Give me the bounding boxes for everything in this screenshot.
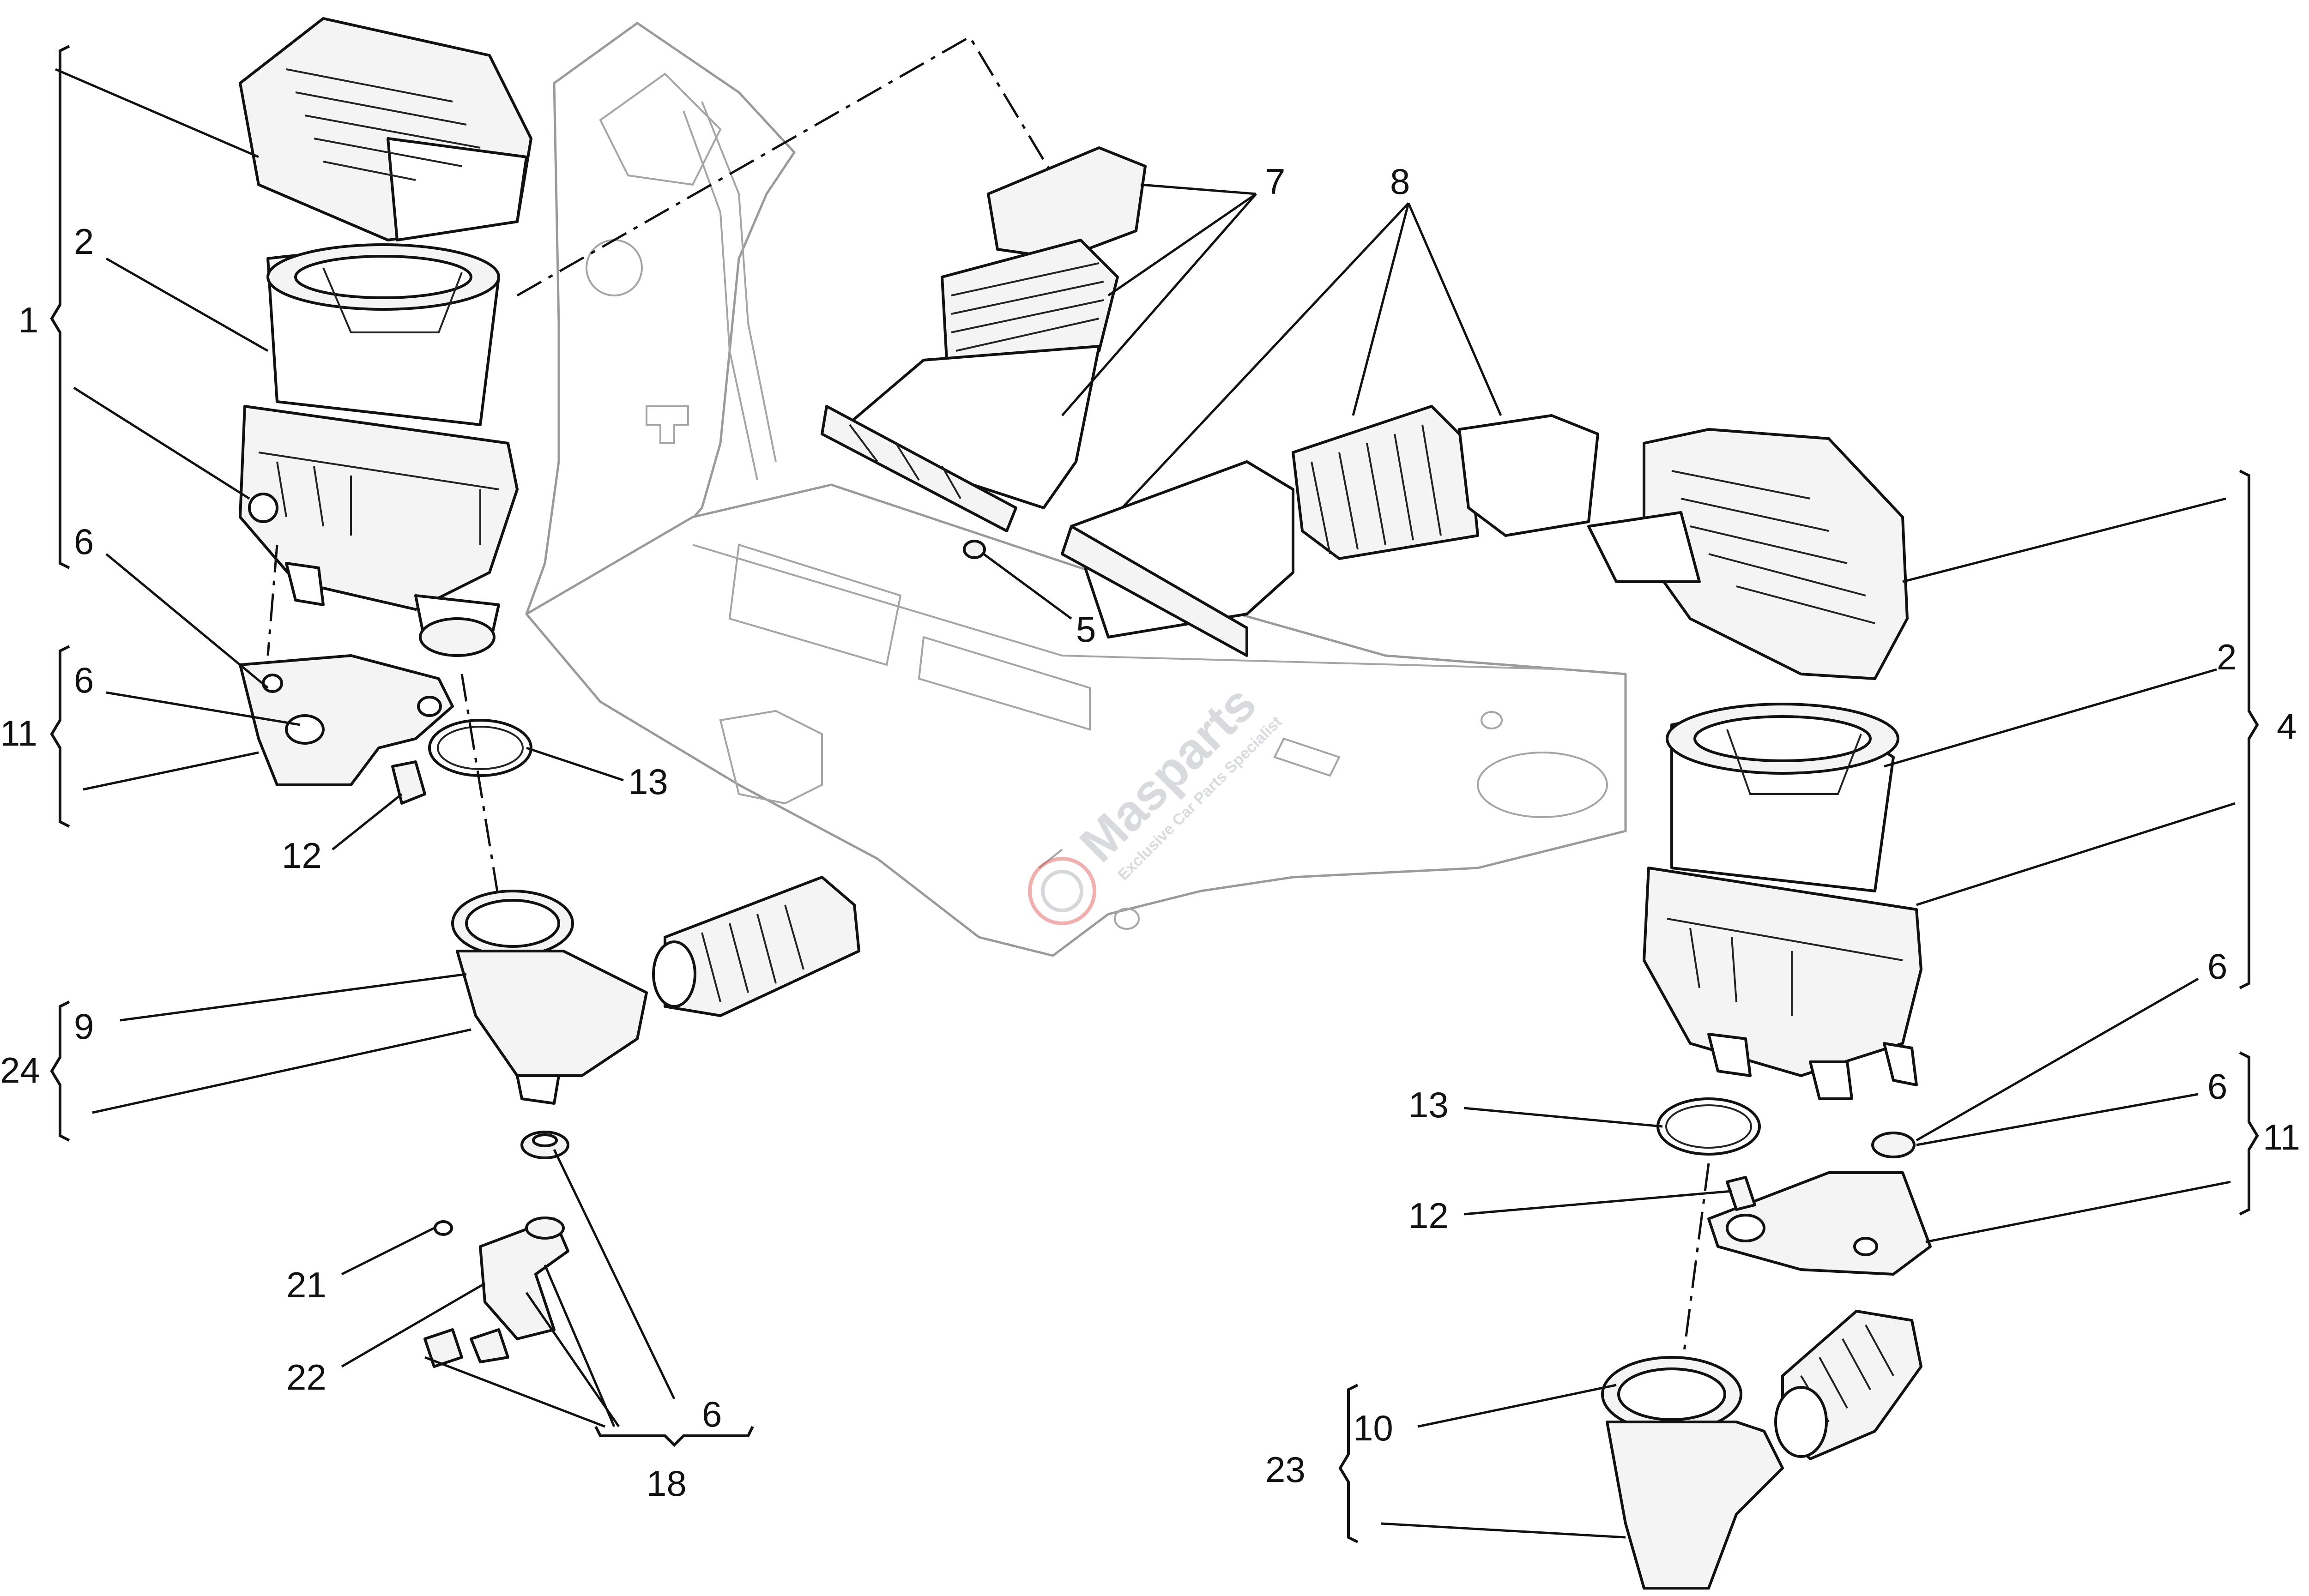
center-intake-duct bbox=[1061, 405, 1599, 657]
callout-2-left: 2 bbox=[74, 221, 94, 262]
callout-labels: 1 2 6 6 11 12 13 9 24 21 22 6 18 7 8 5 2… bbox=[0, 161, 2300, 1504]
right-o-ring-inner bbox=[1665, 1104, 1752, 1149]
callout-24: 24 bbox=[0, 1050, 40, 1090]
callout-9: 9 bbox=[74, 1006, 94, 1047]
callout-1: 1 bbox=[18, 300, 38, 340]
callout-6-bottom: 6 bbox=[702, 1394, 722, 1434]
callout-6-left-b: 6 bbox=[74, 660, 94, 700]
brace-1 bbox=[50, 45, 70, 569]
callout-6-left-a: 6 bbox=[74, 521, 94, 562]
leader-lines bbox=[55, 68, 2236, 1539]
callout-12-right: 12 bbox=[1408, 1195, 1449, 1236]
right-air-cleaner-cover bbox=[1587, 428, 1909, 680]
callout-12-left: 12 bbox=[282, 835, 322, 876]
callout-13-right: 13 bbox=[1408, 1084, 1449, 1125]
brace-18 bbox=[594, 1426, 754, 1447]
right-air-filter-element bbox=[1666, 703, 1899, 892]
brace-11-left bbox=[50, 645, 70, 828]
callout-5: 5 bbox=[1076, 609, 1096, 650]
right-intake-duct-elbow bbox=[1601, 1310, 1922, 1590]
callout-21: 21 bbox=[286, 1265, 326, 1305]
callout-23: 23 bbox=[1265, 1449, 1306, 1490]
left-air-cleaner-cover bbox=[239, 17, 532, 241]
left-air-cleaner-housing bbox=[239, 405, 519, 657]
callout-11-left: 11 bbox=[0, 713, 37, 753]
bolt-5 bbox=[963, 540, 986, 559]
left-bracket-axis bbox=[266, 544, 278, 656]
vehicle-body-outline bbox=[525, 22, 1627, 957]
left-lower-bracket-set bbox=[423, 1131, 569, 1368]
callout-4: 4 bbox=[2277, 706, 2297, 747]
assembly-guide-line bbox=[516, 35, 1054, 297]
callout-2-right: 2 bbox=[2217, 637, 2236, 677]
left-o-ring-inner bbox=[437, 726, 524, 770]
callout-8: 8 bbox=[1390, 161, 1410, 202]
upper-intake-duct bbox=[821, 146, 1147, 532]
left-o-ring-axis bbox=[460, 674, 500, 901]
brace-23 bbox=[1338, 1384, 1359, 1543]
brace-24 bbox=[50, 1000, 70, 1142]
right-o-ring-axis bbox=[1680, 1163, 1710, 1376]
callout-13-left: 13 bbox=[628, 761, 668, 802]
callout-10: 10 bbox=[1353, 1408, 1393, 1448]
left-mounting-bracket bbox=[239, 654, 454, 805]
callout-18: 18 bbox=[647, 1463, 687, 1504]
callout-7: 7 bbox=[1265, 161, 1285, 202]
right-mounting-bracket bbox=[1707, 1132, 1932, 1276]
left-intake-duct-elbow bbox=[451, 876, 860, 1105]
callout-22: 22 bbox=[286, 1357, 326, 1397]
callout-11-right: 11 bbox=[2263, 1117, 2300, 1157]
left-air-filter-element bbox=[266, 243, 500, 426]
brace-4 bbox=[2239, 470, 2259, 989]
brace-11-right bbox=[2239, 1051, 2259, 1216]
left-o-ring bbox=[428, 719, 532, 777]
callout-6-right-a: 6 bbox=[2207, 946, 2227, 987]
right-o-ring bbox=[1656, 1097, 1761, 1156]
callout-6-right-b: 6 bbox=[2207, 1066, 2227, 1107]
right-air-cleaner-housing bbox=[1643, 867, 1922, 1100]
